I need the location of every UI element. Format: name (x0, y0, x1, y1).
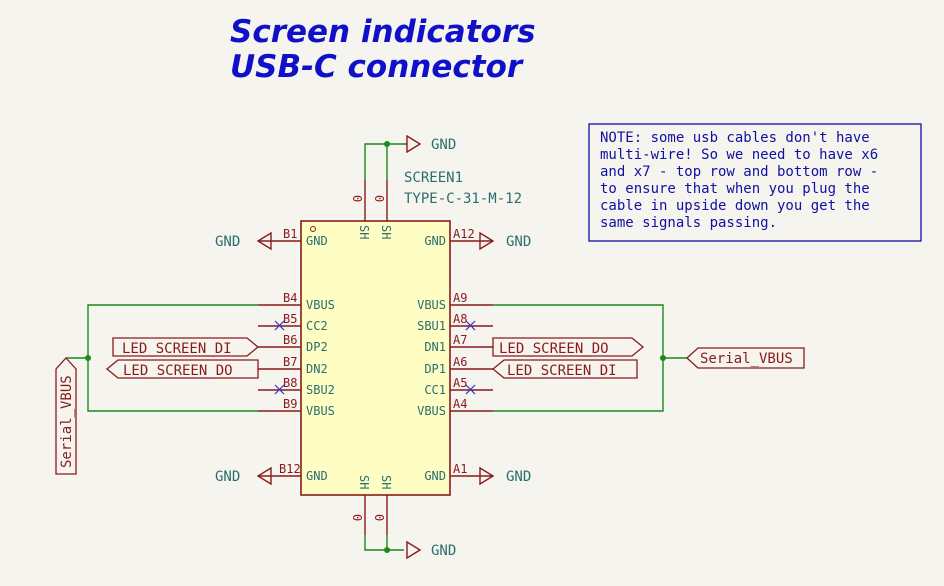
note-line: and x7 - top row and bottom row - (600, 164, 878, 180)
wire-vbus-left (87, 304, 258, 412)
label-text: LED_SCREEN_DI (122, 341, 232, 357)
shield-pin-lines (364, 180, 388, 535)
wire-shield-top (364, 143, 404, 180)
connector-body (300, 220, 451, 496)
component-value: TYPE-C-31-M-12 (404, 191, 522, 207)
shield-pin-name: SH (379, 225, 393, 239)
pin-number: B12 (279, 462, 301, 476)
pin-name: DP1 (424, 362, 446, 376)
gnd-label: GND (215, 469, 240, 485)
pin-number: B6 (283, 333, 297, 347)
gnd-symbol: GND (215, 466, 272, 486)
note-line: multi-wire! So we need to have x6 (600, 147, 878, 163)
note-line: to ensure that when you plug the (600, 181, 870, 197)
shield-pin-name: SH (379, 475, 393, 489)
gnd-symbol: GND (479, 231, 531, 251)
pin-number: B7 (283, 355, 297, 369)
title-line-1: Screen indicators (230, 14, 536, 50)
gnd-symbol: GND (404, 134, 456, 154)
shield-pin-number: 0 (372, 195, 386, 202)
pin-number: B8 (283, 376, 297, 390)
note-line: cable in upside down you get the (600, 198, 870, 214)
gnd-label: GND (215, 234, 240, 250)
pin-number: B1 (283, 227, 297, 241)
shield-pin-name: SH (357, 225, 371, 239)
note-line: same signals passing. (600, 215, 777, 231)
label-serial-vbus-left: Serial_VBUS (55, 357, 77, 475)
wire-vbus-right (493, 304, 664, 412)
pin-number: A12 (453, 227, 475, 241)
title-line-2: USB-C connector (230, 49, 524, 85)
pin-number: A6 (453, 355, 467, 369)
pin1-marker (310, 226, 316, 232)
pin-name: SBU1 (417, 319, 446, 333)
gnd-symbol: GND (479, 466, 531, 486)
gnd-label: GND (506, 469, 531, 485)
note-box: NOTE: some usb cables don't have multi-w… (588, 123, 922, 242)
gnd-label: GND (506, 234, 531, 250)
wire-shield-bottom (364, 535, 404, 551)
label-led-screen-do-left: LED_SCREEN_DO (105, 359, 259, 379)
junction (660, 355, 666, 361)
pin-name: VBUS (306, 298, 335, 312)
junction (384, 547, 390, 553)
label-text: LED_SCREEN_DI (507, 363, 617, 379)
pin-name: VBUS (417, 298, 446, 312)
component-reference: SCREEN1 (404, 170, 463, 186)
label-text: Serial_VBUS (700, 351, 793, 367)
pin-number: A7 (453, 333, 467, 347)
pin-name: SBU2 (306, 383, 335, 397)
pin-number: A8 (453, 312, 467, 326)
label-led-screen-di-right: LED_SCREEN_DI (491, 359, 638, 379)
pin-number: A9 (453, 291, 467, 305)
pin-name: GND (306, 469, 328, 483)
pin-number: B5 (283, 312, 297, 326)
junction (85, 355, 91, 361)
note-line: NOTE: some usb cables don't have (600, 130, 870, 146)
pin-name: CC1 (424, 383, 446, 397)
label-text: Serial_VBUS (59, 375, 75, 468)
pin-number: A4 (453, 397, 467, 411)
shield-pin-number: 0 (350, 514, 364, 521)
gnd-label: GND (431, 543, 456, 559)
shield-pin-number: 0 (350, 195, 364, 202)
gnd-symbol: GND (215, 231, 272, 251)
label-led-screen-do-right: LED_SCREEN_DO (492, 337, 645, 357)
pin-name: DN1 (424, 340, 446, 354)
gnd-symbol: GND (406, 540, 456, 560)
pin-name: DP2 (306, 340, 328, 354)
label-text: LED_SCREEN_DO (123, 363, 233, 379)
pin-name: GND (424, 469, 446, 483)
pin-number: B4 (283, 291, 297, 305)
shield-pin-number: 0 (372, 514, 386, 521)
no-connect-markers (274, 320, 476, 395)
pin-name: VBUS (306, 404, 335, 418)
shield-pin-name: SH (357, 475, 371, 489)
label-serial-vbus-right: Serial_VBUS (686, 347, 805, 369)
label-text: LED_SCREEN_DO (499, 341, 609, 357)
label-led-screen-di-left: LED_SCREEN_DI (112, 337, 260, 357)
pin-name: GND (306, 234, 328, 248)
junction (384, 141, 390, 147)
pin-name: CC2 (306, 319, 328, 333)
pin-name: VBUS (417, 404, 446, 418)
gnd-label: GND (431, 137, 456, 153)
pin-number: B9 (283, 397, 297, 411)
pin-name: GND (424, 234, 446, 248)
pin-number: A5 (453, 376, 467, 390)
pin-number: A1 (453, 462, 467, 476)
pin-name: DN2 (306, 362, 328, 376)
